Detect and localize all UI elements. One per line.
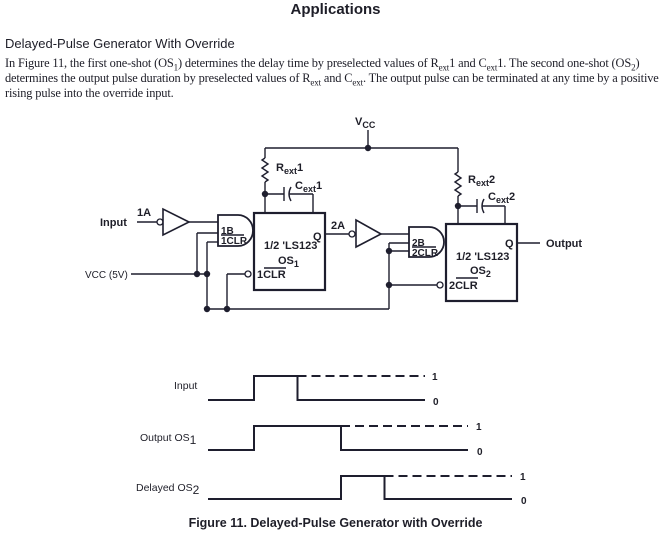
resistor-rext2-icon	[453, 171, 463, 197]
buffer-2	[348, 218, 409, 249]
inverter-bubble-icon	[244, 270, 252, 278]
os1-q-label: Q	[313, 231, 322, 243]
os1-part-label: 1/2 'LS123	[264, 240, 317, 252]
resistor-rext1-icon	[260, 157, 270, 183]
os2-name-label: OS2	[470, 265, 491, 279]
input-stage: Input 1A	[100, 207, 218, 237]
inverter-bubble-icon	[156, 218, 164, 226]
input-label: Input	[100, 217, 127, 229]
subscript: 1	[173, 62, 179, 73]
one-shot-os1: Q 1/2 'LS123 OS1 1CLR 2A	[252, 211, 349, 292]
vcc-label: VCC	[355, 116, 376, 130]
subscript: ext	[352, 77, 363, 88]
pin-1a-label: 1A	[137, 207, 151, 219]
and-gate-2-icon	[408, 226, 445, 258]
subscript: ext	[486, 62, 498, 73]
output-label: Output	[546, 238, 582, 250]
subscript: 2	[631, 62, 636, 73]
os2-clr-label: 2CLR	[449, 280, 478, 292]
os2-box	[444, 222, 519, 303]
os2-q-label: Q	[505, 238, 514, 250]
body-paragraph: In Figure 11, the first one-shot (OS1) d…	[5, 56, 665, 101]
pin-1b-label: 1B	[221, 226, 234, 237]
junction-dot	[364, 144, 372, 152]
buffer-1-icon	[162, 207, 191, 237]
cext1-label: Cext1	[295, 180, 322, 194]
subscript: ext	[310, 77, 321, 88]
level-high-label: 1	[520, 472, 526, 483]
paragraph-text: . The output pulse can be terminated at …	[5, 71, 659, 100]
level-low-label: 0	[433, 397, 439, 408]
os2-part-label: 1/2 'LS123	[456, 251, 509, 263]
paragraph-text: ) determines the output pulse duration b…	[5, 56, 640, 85]
buffer-2-icon	[355, 218, 383, 249]
rext2-label: Rext2	[468, 174, 495, 188]
level-high-label: 1	[432, 372, 438, 383]
and-gate-2: 2B 2CLR	[385, 226, 445, 309]
waveform-label: Delayed OS2	[136, 482, 200, 497]
level-high-label: 1	[476, 422, 482, 433]
vcc-rail: VCC	[265, 116, 458, 152]
paragraph-text: In Figure 11, the first one-shot (OS	[5, 56, 174, 70]
pin-2a-label: 2A	[331, 220, 345, 232]
os1-name-label: OS1	[278, 255, 299, 269]
junction-dot	[193, 270, 201, 278]
pin-2clr-label: 2CLR	[412, 248, 439, 259]
one-shot-os2: Q 1/2 'LS123 OS2 2CLR Output	[444, 222, 582, 303]
vcc-5v-label: VCC (5V)	[85, 270, 128, 281]
rext2-cext2: Rext2 Cext2	[453, 148, 515, 224]
inverter-bubble-icon	[436, 281, 444, 289]
rext1-cext1: Rext1 Cext1	[260, 148, 322, 213]
pin-1clr-label: 1CLR	[221, 236, 248, 247]
pin-2b-label: 2B	[412, 238, 425, 249]
paragraph-text: ) determines the delay time by preselect…	[177, 56, 439, 70]
paragraph-text: 1 and C	[449, 56, 487, 70]
waveform-2	[208, 425, 468, 451]
subscript: ext	[438, 62, 450, 73]
junction-dot	[203, 270, 211, 278]
waveform-label: Output OS1	[140, 432, 197, 447]
os1-box	[252, 211, 327, 292]
section-title: Applications	[290, 1, 381, 18]
and-gate-1: 1B 1CLR	[196, 214, 254, 309]
vcc-5v-line: VCC (5V)	[85, 270, 389, 313]
figure-caption: Figure 11. Delayed-Pulse Generator with …	[188, 516, 483, 530]
junction-dot	[385, 247, 393, 255]
rext1-label: Rext1	[276, 162, 303, 176]
level-low-label: 0	[521, 496, 527, 507]
inverter-bubble-icon	[348, 230, 356, 238]
level-low-label: 0	[477, 447, 483, 458]
waveform-1	[208, 375, 425, 401]
os1-clr-label: 1CLR	[257, 269, 286, 281]
cext2-label: Cext2	[488, 191, 515, 205]
paragraph-text: and C	[320, 71, 353, 85]
subsection-title: Delayed-Pulse Generator With Override	[5, 36, 235, 51]
waveform-3	[208, 475, 512, 500]
junction-dot	[203, 305, 211, 313]
waveform-label: Input	[174, 380, 197, 392]
paragraph-text: 1. The second one-shot (OS	[497, 56, 632, 70]
